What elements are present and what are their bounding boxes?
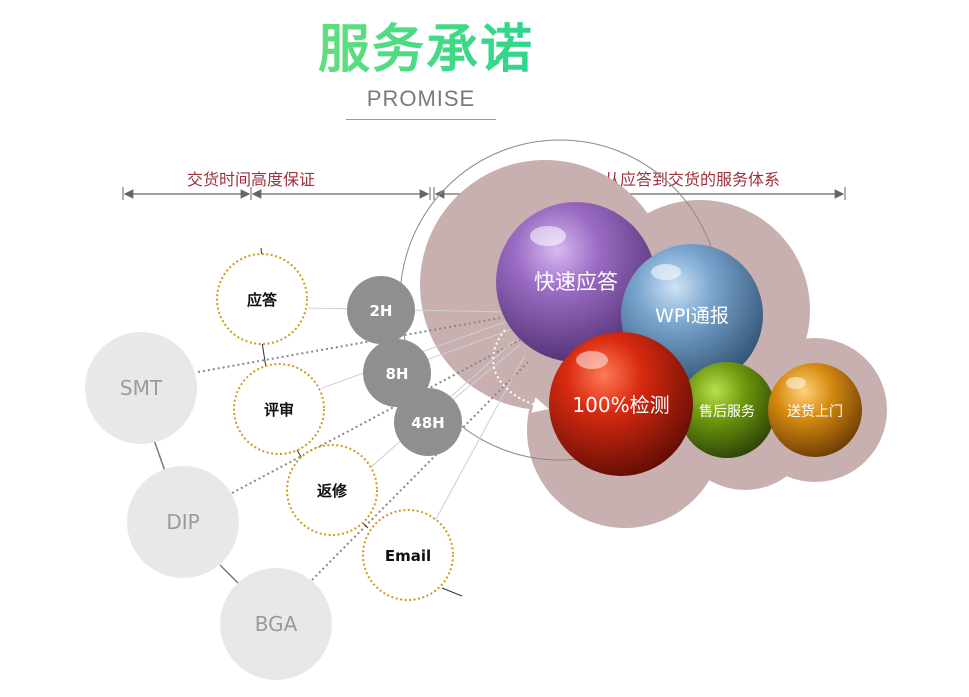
sphere-label: 快速应答 bbox=[534, 270, 618, 294]
sphere-label: WPI通报 bbox=[655, 305, 729, 327]
step-label: 评审 bbox=[264, 401, 294, 419]
package-nodes: SMT DIP BGA bbox=[85, 332, 332, 680]
sphere-door-delivery: 送货上门 bbox=[768, 363, 862, 457]
package-node-bga: BGA bbox=[220, 568, 332, 680]
range-right-label: 建立从应答到交货的服务体系 bbox=[572, 170, 780, 189]
sphere-label: 100%检测 bbox=[572, 393, 669, 417]
sphere-quick-response: 快速应答 bbox=[496, 202, 656, 362]
time-label: 8H bbox=[386, 365, 409, 383]
step-node-email: Email bbox=[362, 509, 454, 601]
time-label: 48H bbox=[411, 414, 444, 432]
package-connectors bbox=[197, 317, 531, 581]
time-node-2h: 2H bbox=[347, 276, 415, 344]
range-left-label: 交货时间高度保证 bbox=[187, 170, 315, 189]
time-label: 2H bbox=[370, 302, 393, 320]
time-nodes: 2H 8H 48H bbox=[347, 276, 462, 456]
page-title: 服务承诺 bbox=[318, 18, 538, 82]
sphere-label: 送货上门 bbox=[787, 403, 843, 420]
sphere-label: 售后服务 bbox=[699, 404, 755, 420]
step-node-response: 应答 bbox=[216, 253, 308, 345]
service-spheres: 快速应答 WPI通报 售后服务 送货上门 100%检测 bbox=[496, 202, 862, 476]
page-subtitle: PROMISE bbox=[366, 86, 476, 111]
step-label: 应答 bbox=[247, 291, 278, 309]
step-node-review: 评审 bbox=[233, 363, 325, 455]
step-nodes: 应答 评审 返修 Email bbox=[216, 253, 454, 601]
step-node-repair: 返修 bbox=[286, 444, 378, 536]
package-label: BGA bbox=[255, 612, 298, 636]
package-label: DIP bbox=[166, 510, 199, 534]
range-left bbox=[122, 187, 431, 200]
time-node-8h: 8H bbox=[363, 339, 431, 407]
step-label: 返修 bbox=[317, 482, 348, 500]
package-node-dip: DIP bbox=[127, 466, 239, 578]
step-label: Email bbox=[385, 547, 431, 565]
sphere-after-sales: 售后服务 bbox=[679, 362, 775, 458]
package-node-smt: SMT bbox=[85, 332, 197, 444]
package-chain bbox=[153, 439, 241, 586]
time-node-48h: 48H bbox=[394, 388, 462, 456]
subtitle-underline bbox=[346, 119, 496, 120]
sphere-full-inspection: 100%检测 bbox=[549, 332, 693, 476]
package-label: SMT bbox=[120, 376, 163, 400]
